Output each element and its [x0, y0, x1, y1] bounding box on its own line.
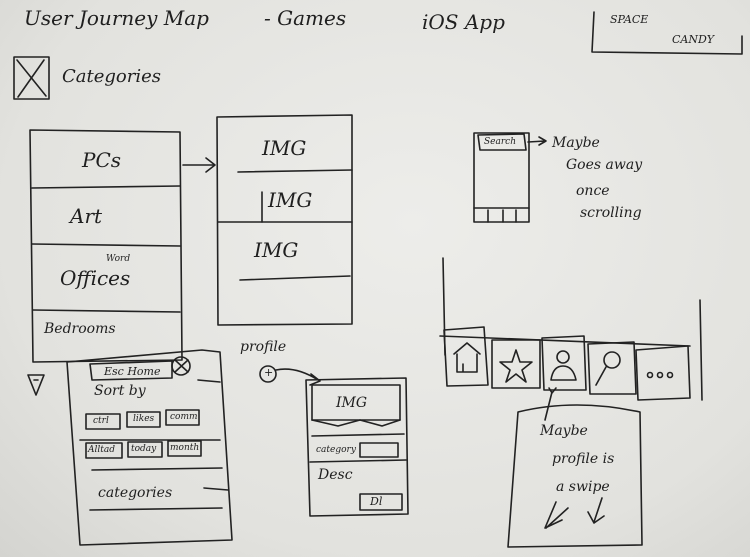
platform-left: - Games	[264, 6, 347, 30]
category-list-screen	[29, 129, 183, 363]
search-note-line-2: Goes away	[566, 157, 643, 173]
brand-line-1: SPACE	[610, 13, 649, 26]
profile-swipe-card	[507, 387, 643, 548]
detail-image: IMG	[336, 395, 368, 411]
sort-chip-2[interactable]: likes	[133, 414, 155, 424]
sort-chip-4[interactable]: Alltad	[88, 445, 115, 455]
tab-bar-sketch	[439, 257, 703, 401]
profile-arrow	[275, 368, 321, 386]
profile-note-line-2: profile is	[552, 451, 615, 467]
search-bar-label[interactable]: Search	[484, 137, 516, 147]
sort-chip-1[interactable]: ctrl	[93, 416, 109, 426]
categories-label: Categories	[62, 66, 161, 87]
categories-icon	[13, 56, 50, 100]
sort-chip-6[interactable]: month	[170, 443, 200, 453]
category-item-art[interactable]: Art	[70, 204, 103, 228]
search-note-line-3: once	[576, 183, 610, 199]
profile-label: profile	[240, 339, 287, 355]
profile-note-line-3: a swipe	[556, 479, 610, 495]
profile-note-line-1: Maybe	[540, 423, 588, 439]
profile-plus-circle	[259, 365, 277, 383]
platform-right: iOS App	[422, 10, 505, 34]
sort-panel-screen	[66, 349, 233, 546]
sort-chip-3[interactable]: comm	[170, 412, 198, 422]
detail-category: category	[316, 445, 356, 455]
image-item-3[interactable]: IMG	[254, 238, 299, 262]
offices-note: Word	[106, 254, 131, 264]
image-list-screen	[216, 114, 353, 326]
category-item-bedrooms[interactable]: Bedrooms	[44, 321, 116, 337]
image-item-2[interactable]: IMG	[268, 188, 313, 212]
category-item-offices[interactable]: Offices	[60, 266, 131, 290]
search-phone-sketch	[473, 132, 547, 223]
search-note-line-1: Maybe	[552, 135, 600, 151]
detail-screen	[305, 377, 409, 517]
detail-desc: Desc	[318, 467, 353, 483]
search-tab[interactable]: Esc Home	[104, 365, 161, 378]
arrow-to-images	[182, 157, 216, 173]
page-title: User Journey Map	[24, 6, 209, 30]
image-item-1[interactable]: IMG	[262, 136, 307, 160]
profile-plus-icon[interactable]: +	[264, 366, 274, 379]
sort-footer-categories[interactable]: categories	[98, 485, 173, 501]
brand-line-2: CANDY	[672, 33, 715, 46]
detail-download-button[interactable]: Dl	[370, 495, 383, 508]
filter-icon	[27, 374, 45, 396]
sort-by-title: Sort by	[94, 383, 146, 399]
category-item-pcs[interactable]: PCs	[82, 148, 122, 172]
brand-box	[591, 11, 743, 55]
sort-chip-5[interactable]: today	[131, 444, 157, 454]
search-note-line-4: scrolling	[580, 205, 642, 221]
